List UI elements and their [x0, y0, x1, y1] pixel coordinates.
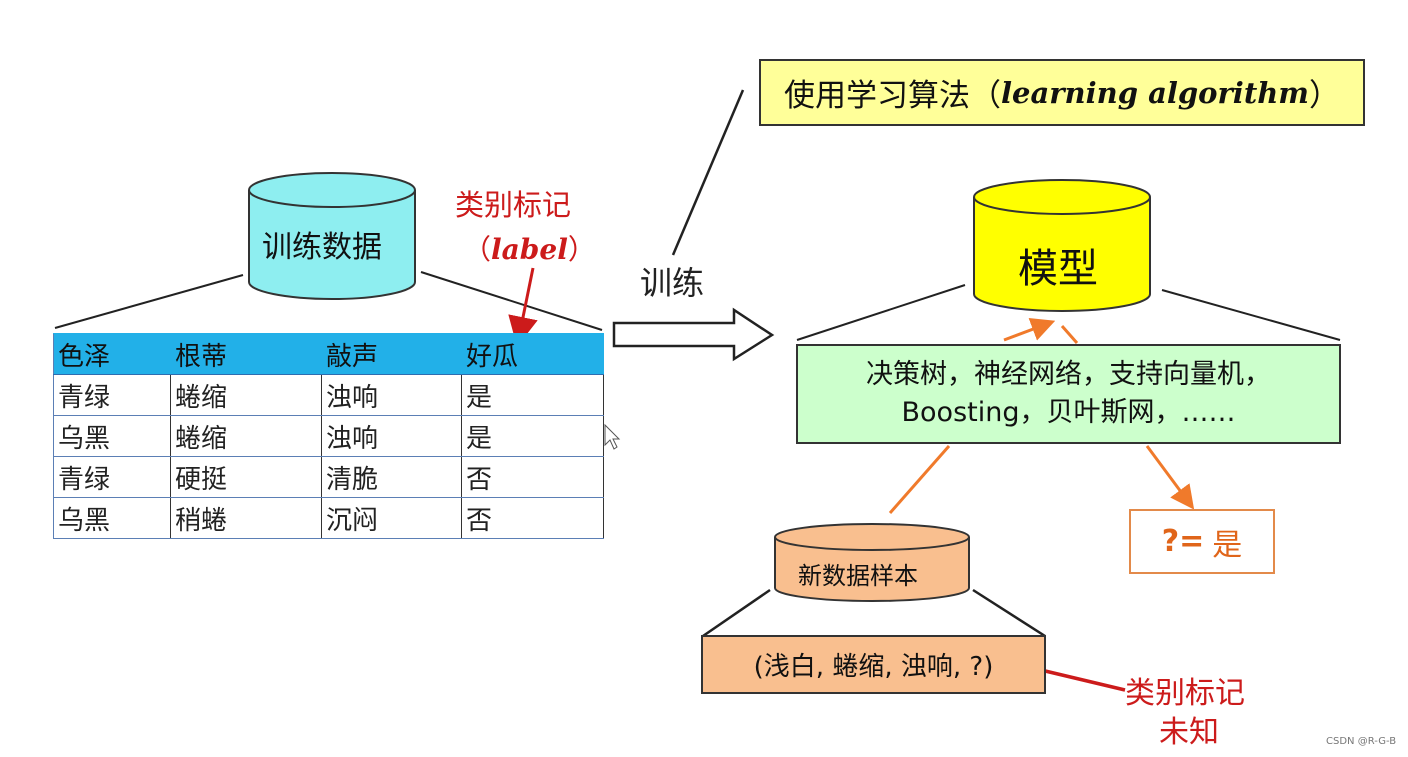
- column-header: 敲声: [321, 333, 462, 375]
- flow-arrow-up: [1003, 317, 1056, 342]
- table-cell: 清脆: [321, 456, 462, 498]
- algorithm-box-prefix: 使用学习算法（: [784, 78, 1001, 114]
- unknown-note-line1: 类别标记: [1125, 676, 1245, 711]
- model-cylinder: [973, 179, 1151, 312]
- table-cell: 稍蜷: [170, 497, 322, 539]
- fan-line-right: [420, 271, 603, 331]
- training-data-cylinder: [248, 172, 416, 300]
- table-cell: 是: [461, 415, 604, 457]
- table-cell: 蜷缩: [170, 374, 322, 416]
- table-cell: 青绿: [53, 374, 171, 416]
- algorithm-callout-line: [671, 89, 745, 256]
- prediction-value: 是: [1212, 527, 1243, 563]
- table-cell: 乌黑: [53, 497, 171, 539]
- table-cell: 浊响: [321, 415, 462, 457]
- column-header: 色泽: [53, 333, 171, 375]
- model-label: 模型: [1018, 246, 1098, 292]
- algorithms-list-box: 决策树，神经网络，支持向量机， Boosting，贝叶斯网，……: [796, 344, 1341, 444]
- table-cell: 乌黑: [53, 415, 171, 457]
- train-arrow: [612, 307, 775, 362]
- table-cell: 是: [461, 374, 604, 416]
- prediction-prefix: ?=: [1161, 524, 1205, 559]
- train-arrow-label: 训练: [640, 264, 705, 302]
- new-sample-values-box: (浅白, 蜷缩, 浊响, ?): [701, 635, 1046, 694]
- flow-line-down: [1060, 325, 1079, 344]
- learning-algorithm-box: 使用学习算法（learning algorithm）: [759, 59, 1365, 126]
- table-header-row: 色泽 根蒂 敲声 好瓜: [53, 333, 604, 375]
- table-cell: 否: [461, 497, 604, 539]
- prediction-box: ?=是: [1129, 509, 1275, 574]
- table-cell: 否: [461, 456, 604, 498]
- column-header: 好瓜: [461, 333, 604, 375]
- sample-fan-left: [702, 588, 771, 638]
- label-arrow: [508, 267, 538, 347]
- label-note-line1: 类别标记: [455, 188, 572, 222]
- model-fan-right: [1161, 289, 1341, 341]
- table-cell: 青绿: [53, 456, 171, 498]
- new-sample-cylinder: [774, 523, 970, 602]
- table-cell: 浊响: [321, 374, 462, 416]
- model-fan-left: [796, 284, 966, 341]
- table-cell: 蜷缩: [170, 415, 322, 457]
- training-data-label: 训练数据: [262, 230, 382, 265]
- algorithm-box-term: learning algorithm: [1001, 75, 1309, 110]
- table-cell: 硬挺: [170, 456, 322, 498]
- flow-line-sample-to-list: [888, 445, 951, 514]
- algorithms-list-line1: 决策树，神经网络，支持向量机，: [866, 359, 1271, 390]
- table-row: 乌黑 稍蜷 沉闷 否: [53, 497, 604, 539]
- sample-fan-right: [972, 588, 1046, 638]
- watermark: CSDN @R-G-B: [1326, 736, 1397, 747]
- table-row: 乌黑 蜷缩 浊响 是: [53, 415, 604, 457]
- column-header: 根蒂: [170, 333, 322, 375]
- algorithm-box-suffix: ）: [1308, 78, 1340, 114]
- label-note-line2: （label）: [463, 228, 596, 268]
- label-note-open: （: [463, 233, 492, 266]
- new-sample-label: 新数据样本: [798, 562, 918, 590]
- training-data-table: 色泽 根蒂 敲声 好瓜 青绿 蜷缩 浊响 是 乌黑 蜷缩 浊响 是 青绿 硬挺 …: [53, 333, 604, 539]
- algorithms-list-line2: Boosting，贝叶斯网，……: [901, 397, 1236, 428]
- flow-arrow-to-prediction: [1145, 445, 1195, 510]
- label-note-close: ）: [567, 233, 596, 266]
- table-cell: 沉闷: [321, 497, 462, 539]
- table-row: 青绿 硬挺 清脆 否: [53, 456, 604, 498]
- mouse-cursor-icon: [604, 423, 621, 450]
- fan-line-left: [54, 274, 244, 329]
- unknown-note-line2: 未知: [1159, 715, 1219, 750]
- table-row: 青绿 蜷缩 浊响 是: [53, 374, 604, 416]
- label-note-word: label: [491, 233, 568, 266]
